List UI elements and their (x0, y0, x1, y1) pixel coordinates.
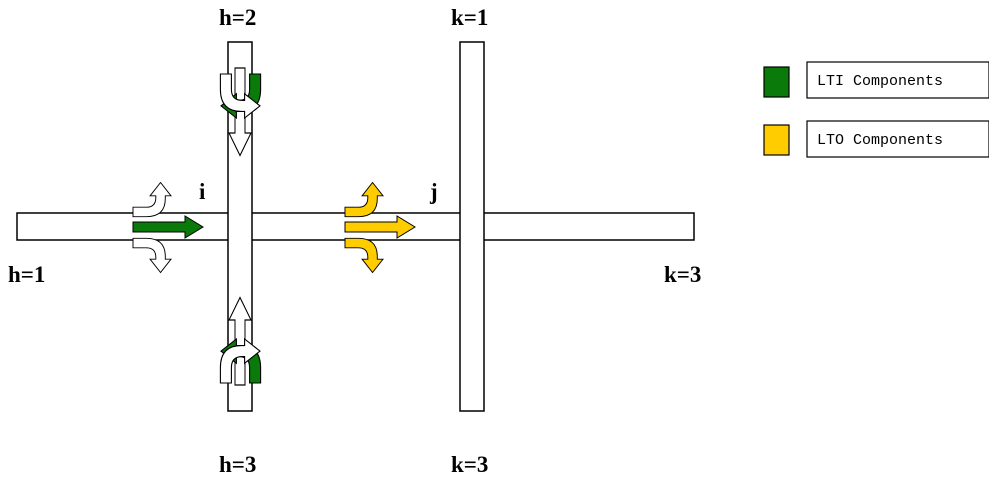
legend-swatch-lto (763, 124, 790, 156)
j-approach-arrows (344, 182, 416, 273)
west-approach-arrows (132, 182, 204, 273)
j-left-turn-arrow (344, 182, 384, 218)
west-left-turn-arrow (132, 182, 172, 218)
north-approach-arrows (219, 67, 262, 157)
label-node-j: j (429, 179, 438, 204)
legend-item-lti: LTI Components (763, 61, 989, 99)
legend-label-lti: LTI Components (817, 73, 943, 90)
legend-label-lto: LTO Components (817, 132, 943, 149)
legend-box-lto (806, 120, 989, 158)
road-vertical-j (459, 41, 485, 412)
j-right-turn-arrow (344, 237, 384, 273)
label-h-bottom: h=3 (219, 452, 256, 477)
legend-item-lto: LTO Components (763, 120, 989, 158)
west-right-turn-arrow (132, 237, 172, 273)
legend: LTI Components LTO Components (763, 61, 989, 158)
legend-swatch-lti (763, 66, 790, 98)
label-k-top: k=1 (451, 5, 488, 30)
legend-box-lti (806, 61, 989, 99)
label-node-i: i (199, 179, 206, 204)
south-approach-arrows (219, 296, 262, 386)
label-h-top: h=2 (219, 5, 256, 30)
label-h-left: h=1 (8, 262, 45, 287)
label-k-bottom: k=3 (451, 452, 488, 477)
label-k-right: k=3 (664, 262, 701, 287)
